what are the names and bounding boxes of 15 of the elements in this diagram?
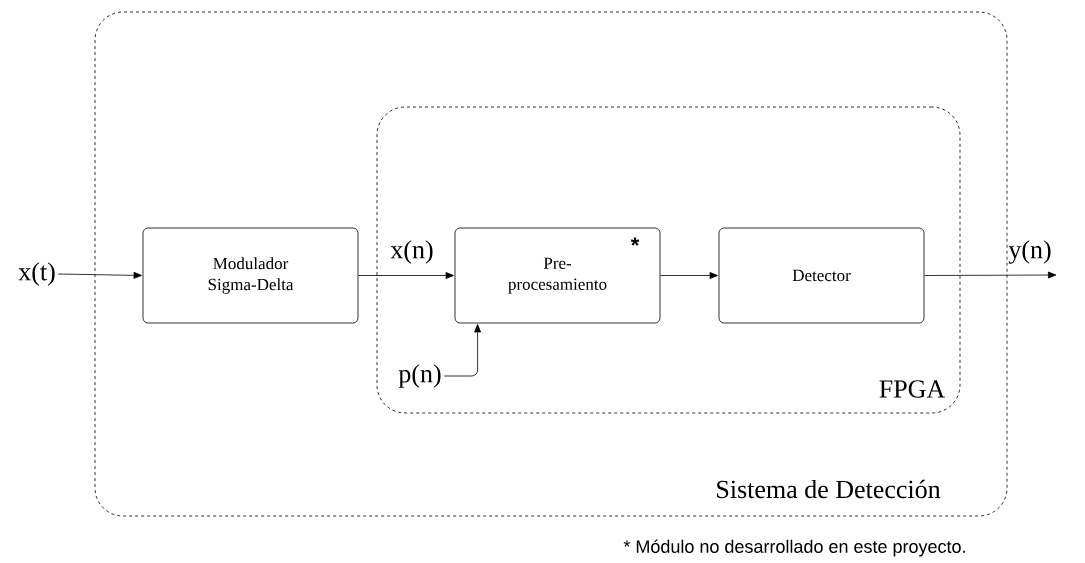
process-box: Detector (718, 227, 925, 324)
edge-label: y(n) (1008, 240, 1051, 264)
arrow (443, 324, 481, 377)
arrow (57, 271, 142, 279)
arrow (924, 271, 1057, 279)
process-box: Modulador Sigma-Delta (142, 227, 359, 324)
footnote: * Módulo no desarrollado en este proyecto. (623, 539, 965, 557)
arrow (660, 272, 718, 279)
signal-label: x(t) (18, 262, 55, 286)
arrow (358, 272, 454, 279)
edge-label: x(n) (390, 240, 433, 264)
frame-title: Sistema de Detección (717, 479, 941, 499)
frame-title: FPGA (879, 380, 946, 398)
signal-label: p(n) (398, 364, 441, 388)
footnote-mark: * (630, 237, 640, 246)
